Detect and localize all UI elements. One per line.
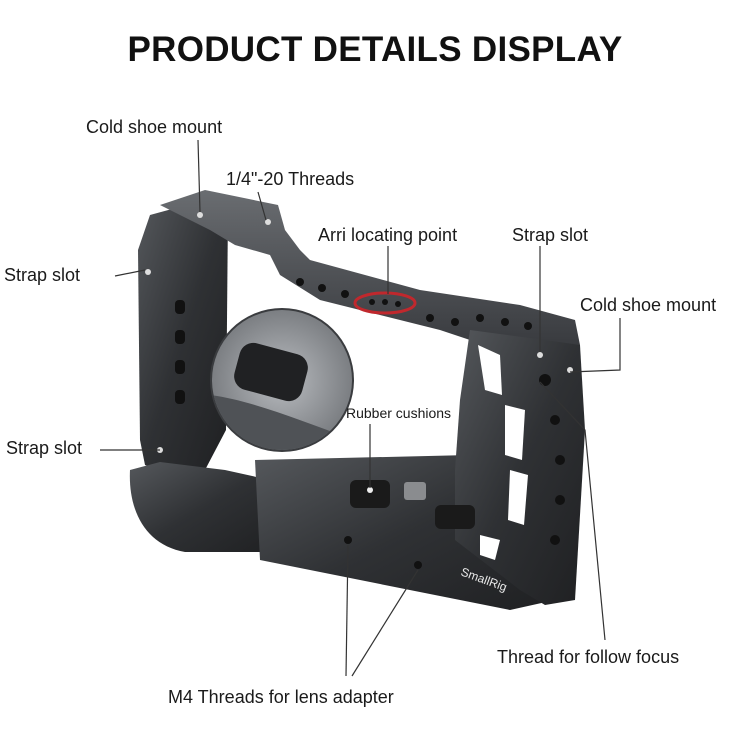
- rubber-cushion: [350, 480, 390, 508]
- label-cold-shoe-mount-right: Cold shoe mount: [580, 295, 717, 315]
- label-quarter-20-threads: 1/4"-20 Threads: [226, 169, 355, 189]
- page-title: PRODUCT DETAILS DISPLAY: [127, 30, 623, 69]
- label-rubber-cushions: Rubber cushions: [346, 405, 452, 421]
- label-m4-threads: M4 Threads for lens adapter: [168, 687, 394, 707]
- label-cold-shoe-mount-top: Cold shoe mount: [86, 117, 223, 137]
- label-strap-slot-top-right: Strap slot: [512, 225, 589, 245]
- arri-locating-ring: [353, 291, 417, 315]
- label-arri-locating-point: Arri locating point: [318, 225, 458, 245]
- label-strap-slot-left-upper: Strap slot: [4, 265, 81, 285]
- cage-frame: SmallRig: [129, 190, 585, 610]
- leader-lines: [100, 139, 621, 677]
- quarter-20-screw: [404, 482, 426, 500]
- label-strap-slot-left-lower: Strap slot: [6, 438, 83, 458]
- label-thread-follow-focus: Thread for follow focus: [497, 647, 680, 667]
- rubber-cushion-2: [435, 505, 475, 529]
- zoom-inset: [210, 308, 354, 452]
